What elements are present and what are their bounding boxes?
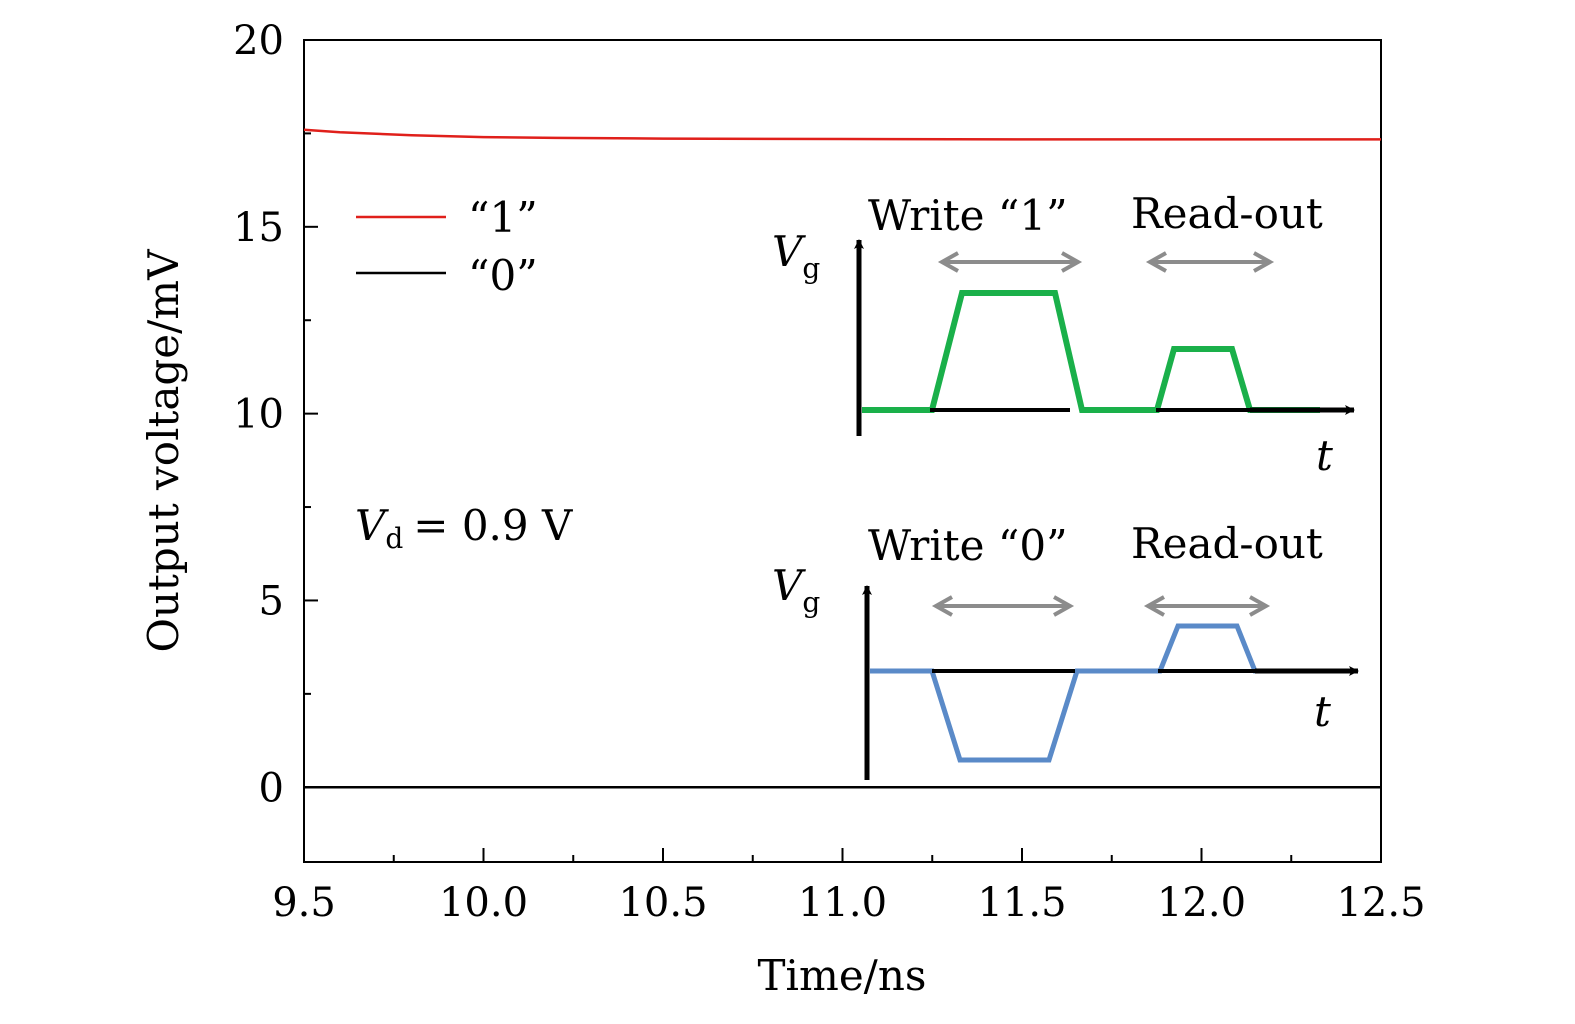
- y-axis-ticks: 0 5 10 15 20: [233, 18, 318, 811]
- inset2-write-0-pulse: [870, 623, 1320, 763]
- inset-write-1: Write “1” Read-out Vg t: [772, 189, 1355, 480]
- inset2-write-label: Write “0”: [868, 521, 1068, 570]
- y-tick-label-4: 20: [233, 18, 284, 64]
- inset2-read-label: Read-out: [1131, 519, 1323, 568]
- x-tick-label-6: 12.5: [1336, 880, 1425, 926]
- y-tick-label-0: 0: [259, 765, 284, 811]
- x-tick-label-0: 9.5: [272, 880, 336, 926]
- inset1-write-label: Write “1”: [868, 191, 1068, 240]
- x-tick-label-3: 11.0: [798, 880, 887, 926]
- inset2-t-label: t: [1314, 687, 1331, 736]
- legend-label-series-2: “0”: [468, 251, 538, 300]
- vd-symbol: V: [355, 501, 389, 550]
- x-tick-label-2: 10.5: [618, 880, 707, 926]
- inset2-read-span-arrow: [1143, 595, 1271, 617]
- inset1-vg-label: Vg: [772, 227, 820, 285]
- y-tick-label-2: 10: [233, 392, 284, 438]
- legend: “1” “0”: [356, 193, 538, 300]
- x-axis-ticks: 9.5 10.0 10.5 11.0 11.5 12.0 12.5: [272, 848, 1426, 926]
- plot-frame: [303, 39, 1382, 863]
- x-tick-label-4: 11.5: [977, 880, 1066, 926]
- x-axis-title: Time/ns: [758, 951, 927, 1000]
- inset1-write-span-arrow: [937, 251, 1083, 273]
- x-tick-label-5: 12.0: [1157, 880, 1246, 926]
- legend-label-series-1: “1”: [468, 193, 538, 242]
- inset2-write-span-arrow: [931, 595, 1075, 617]
- series-layer: [303, 128, 1381, 789]
- vd-annotation: Vd = 0.9 V: [355, 501, 573, 555]
- inset-write-0: Write “0” Read-out Vg t: [772, 519, 1359, 780]
- inset1-t-label: t: [1316, 431, 1333, 480]
- y-tick-label-1: 5: [259, 578, 284, 624]
- y-axis-title: Output voltage/mV: [139, 249, 188, 653]
- y-tick-label-3: 15: [233, 205, 284, 251]
- inset1-read-label: Read-out: [1131, 189, 1323, 238]
- inset1-read-span-arrow: [1145, 251, 1275, 273]
- x-tick-label-1: 10.0: [439, 880, 528, 926]
- vd-value: = 0.9 V: [413, 501, 573, 550]
- series-line-1: [303, 128, 1381, 141]
- inset1-write-1-pulse: [862, 290, 1320, 413]
- inset2-vg-label: Vg: [772, 561, 820, 619]
- vd-subscript: d: [385, 522, 403, 555]
